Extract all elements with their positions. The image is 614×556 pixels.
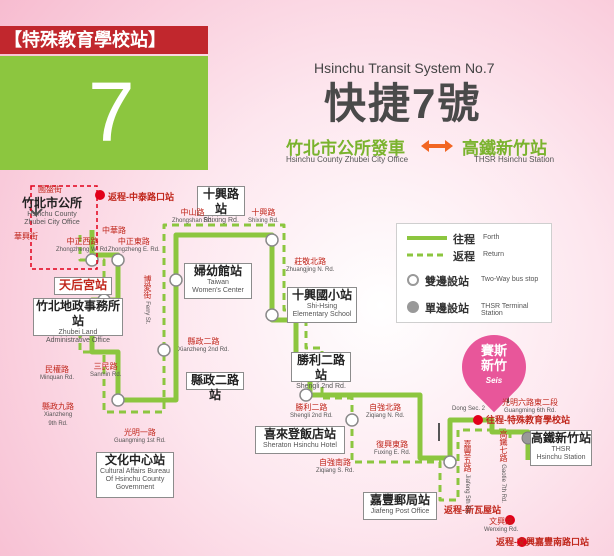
- terminal-stop-icon: [407, 301, 419, 313]
- station-name-en2: Elementary School: [292, 311, 352, 318]
- route-number-block: 7: [0, 56, 208, 170]
- road-guosheng: 國盛街: [38, 185, 62, 194]
- station-sheraton[interactable]: 喜來登飯店站 Sheraton Hsinchu Hotel: [255, 426, 345, 454]
- stop-wenxing[interactable]: 返程-文興嘉豐南路口站: [496, 537, 589, 547]
- station-name: 高鐵新竹站: [531, 431, 592, 445]
- legend-two-way: 雙邊設站: [425, 276, 469, 288]
- origin-name-en: Hsinchu County Zhubei City Office: [286, 155, 409, 164]
- station-zhubei-land[interactable]: 竹北地政事務所站 Zhubei Land Administrative Offi…: [33, 298, 123, 344]
- system-title-en: Hsinchu Transit System No.7: [314, 60, 495, 76]
- station-shixing[interactable]: 十興路站 Shixing Rd.: [197, 186, 245, 224]
- station-name-en: THSR: [551, 446, 571, 453]
- legend-line-icon: [407, 236, 447, 257]
- station-name-en: Shi-Hsing: [306, 303, 338, 310]
- station-name: 十興路站: [202, 187, 239, 216]
- origin-name: 竹北市公所發車: [286, 139, 405, 158]
- station-thsr[interactable]: 高鐵新竹站 THSR Hsinchu Station: [530, 430, 592, 466]
- station-name-en: Shengli 2nd Rd.: [296, 383, 346, 390]
- station-shixing-school[interactable]: 十興國小站 Shi-Hsing Elementary School: [287, 287, 357, 323]
- legend: 往程 Forth 返程 Return 雙邊設站 Two-Way bus stop…: [396, 223, 552, 323]
- station-name: 文化中心站: [104, 453, 165, 467]
- station-name-en: Sheraton Hsinchu Hotel: [263, 442, 337, 449]
- station-name-en: Cultural Affairs Bureau: [100, 468, 170, 475]
- stop-xinyuan[interactable]: 返程-新瓦屋站: [444, 505, 501, 515]
- station-name-en: Zhubei Land: [58, 329, 98, 336]
- station-name-en2: Zhubei City Office: [24, 219, 80, 226]
- logo-mark: Seis: [485, 376, 503, 385]
- station-name-en: Jiafeng Post Office: [370, 508, 430, 515]
- station-culture[interactable]: 文化中心站 Cultural Affairs Bureau Of Hsinchu…: [96, 452, 174, 498]
- station-name: 勝利二路站: [296, 353, 345, 382]
- destination-name: 高鐵新竹站: [462, 139, 547, 158]
- stop-zhongtai[interactable]: 返程-中泰路口站: [108, 192, 174, 202]
- station-name-en2: Administrative Office: [45, 337, 111, 344]
- route-number: 7: [88, 65, 135, 159]
- legend-return-en: Return: [483, 251, 505, 258]
- legend-terminal-en: THSR Terminal Station: [481, 303, 529, 317]
- road-ferry: 博愛街 Ferry St.: [143, 275, 152, 325]
- station-tianhou[interactable]: 天后宮站: [54, 277, 112, 295]
- station-name-en3: Government: [115, 484, 155, 491]
- station-name: 天后宮站: [58, 278, 107, 292]
- stop-special-school[interactable]: 往程-特殊教育學校站: [486, 415, 570, 425]
- station-name-en2: Of Hsinchu County: [105, 476, 165, 483]
- road-dong-sec: Dong Sec. 2: [452, 406, 486, 412]
- special-school-badge: 【特殊教育學校站】: [0, 26, 208, 54]
- legend-terminal: 單邊設站: [425, 303, 469, 315]
- legend-two-way-en: Two-Way bus stop: [481, 276, 539, 283]
- station-xianzheng2[interactable]: 縣政二路站: [186, 372, 244, 402]
- station-name: 竹北地政事務所站: [35, 299, 120, 328]
- station-name: 婦幼館站: [193, 264, 242, 278]
- road-huaxing: 華興街: [14, 232, 38, 241]
- station-name: 十興國小站: [291, 288, 352, 302]
- road-gaotie7: 高鐵七路 Gaotie 7th Rd.: [499, 430, 508, 503]
- legend-return: 返程: [453, 251, 475, 263]
- road-zhonghua: 中華路: [102, 226, 126, 235]
- legend-forth-en: Forth: [483, 234, 500, 241]
- station-name-en: Taiwan: [207, 279, 229, 286]
- destination-name-en: THSR Hsinchu Station: [474, 155, 555, 164]
- station-name-en: Shixing Rd.: [203, 217, 239, 224]
- logo-line2: 新竹: [480, 358, 507, 373]
- road-jiafeng5: 嘉豐五路 Jiafeng 5th Rd.: [463, 440, 472, 515]
- route-title: 快捷7號: [324, 80, 482, 127]
- station-shengli2[interactable]: 勝利二路站 Shengli 2nd Rd.: [291, 352, 351, 390]
- station-name: 縣政二路站: [190, 373, 239, 402]
- station-name-en2: Hsinchu Station: [536, 454, 586, 461]
- two-way-arrow-icon: [421, 139, 453, 152]
- legend-forth: 往程: [453, 234, 475, 246]
- station-name: 嘉豐郵局站: [369, 493, 430, 507]
- seis-logo-text: 賽斯 新竹 Seis: [462, 343, 526, 388]
- station-name-en: Hsinchu County: [27, 211, 77, 218]
- station-name: 喜來登飯店站: [263, 427, 336, 441]
- station-name-en2: Women's Center: [192, 287, 244, 294]
- two-way-stop-icon: [407, 274, 419, 286]
- station-name: 竹北市公所: [21, 196, 82, 210]
- station-zhubei-office[interactable]: 竹北市公所 Hsinchu County Zhubei City Office: [12, 196, 92, 232]
- station-jiafeng-post[interactable]: 嘉豐郵局站 Jiafeng Post Office: [363, 492, 437, 520]
- logo-line1: 賽斯: [480, 343, 507, 358]
- station-women-center[interactable]: 婦幼館站 Taiwan Women's Center: [184, 263, 252, 299]
